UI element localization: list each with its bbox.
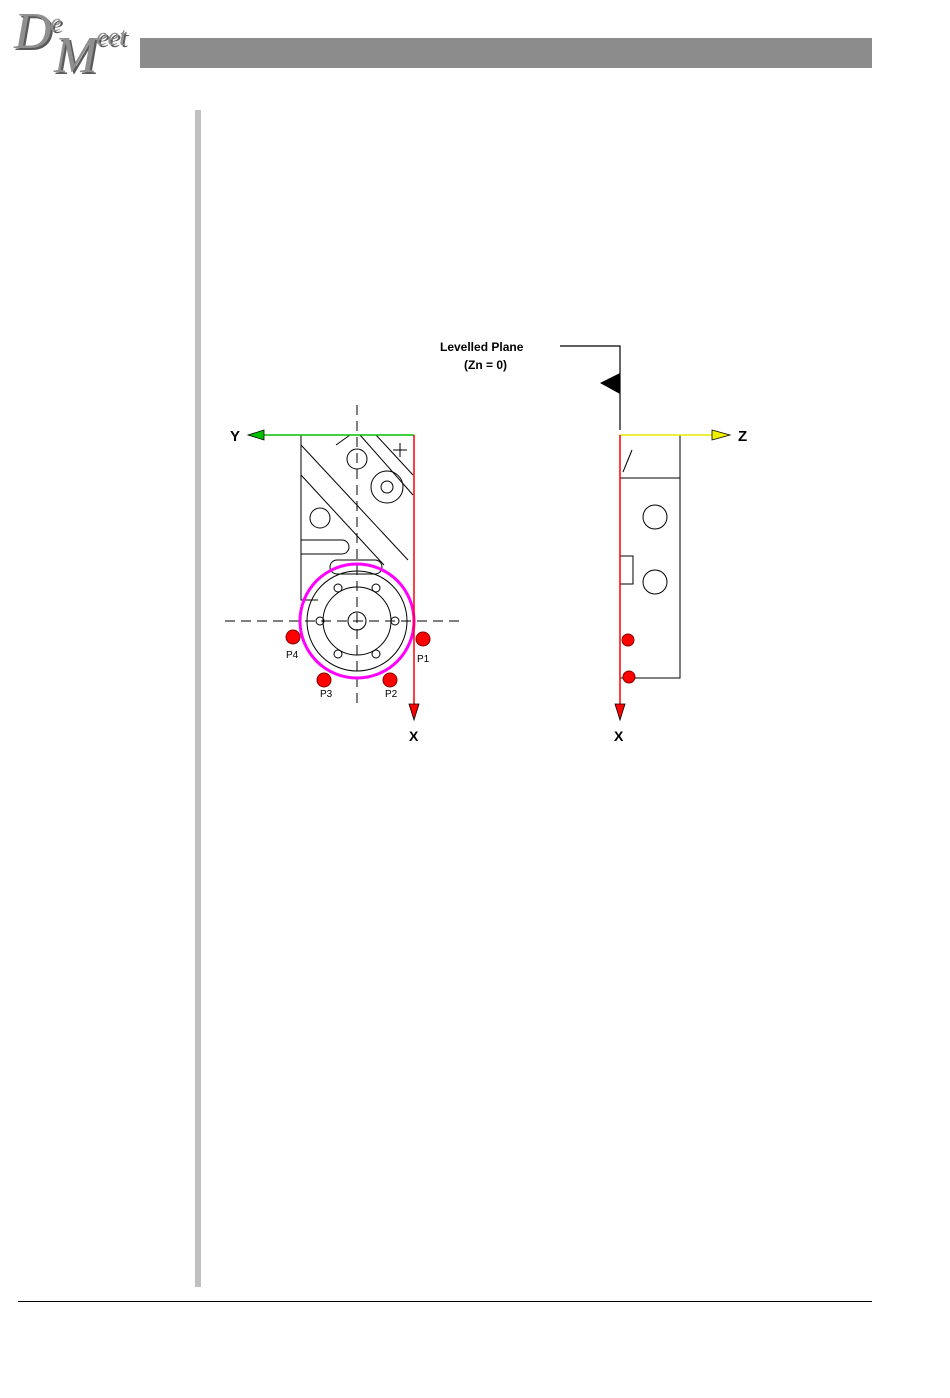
probe-label-p2: P2 [385,689,398,700]
side-part-outline [620,478,680,678]
side-hole-2 [643,570,667,594]
probe-point-p2 [383,673,397,687]
top-view: Y X P1 P2 P3 P4 [225,405,465,744]
footer-rule [18,1301,872,1302]
side-slot [620,556,633,584]
x-axis-label-right: X [614,728,624,744]
side-view: Levelled Plane (Zn = 0) Z X [440,340,747,744]
plane-arrow [600,373,620,394]
probe-label-p3: P3 [320,689,333,700]
hole-counterbore-outer [371,471,403,503]
probe-point-p4 [286,630,300,644]
side-probe-point-1 [622,634,634,646]
y-axis-label: Y [230,428,240,445]
part-outline [301,435,318,600]
probe-label-p1: P1 [417,654,430,665]
z-axis-label: Z [738,428,747,445]
hole-left [310,508,330,528]
probe-label-p4: P4 [286,650,299,661]
side-probe-point-2 [623,671,635,683]
slot [301,540,349,554]
levelled-plane-label: Levelled Plane [440,340,524,354]
probe-point-p1 [416,632,430,646]
side-hole-1 [643,505,667,529]
x-axis-arrow-left [409,704,419,720]
probe-point-p3 [317,673,331,687]
levelled-plane-equation: (Zn = 0) [464,358,507,372]
z-axis-arrow [712,430,730,440]
x-axis-label-left: X [409,728,419,744]
x-axis-arrow-right [615,704,625,720]
y-axis-arrow [248,430,264,440]
hole-counterbore-inner [381,481,393,493]
